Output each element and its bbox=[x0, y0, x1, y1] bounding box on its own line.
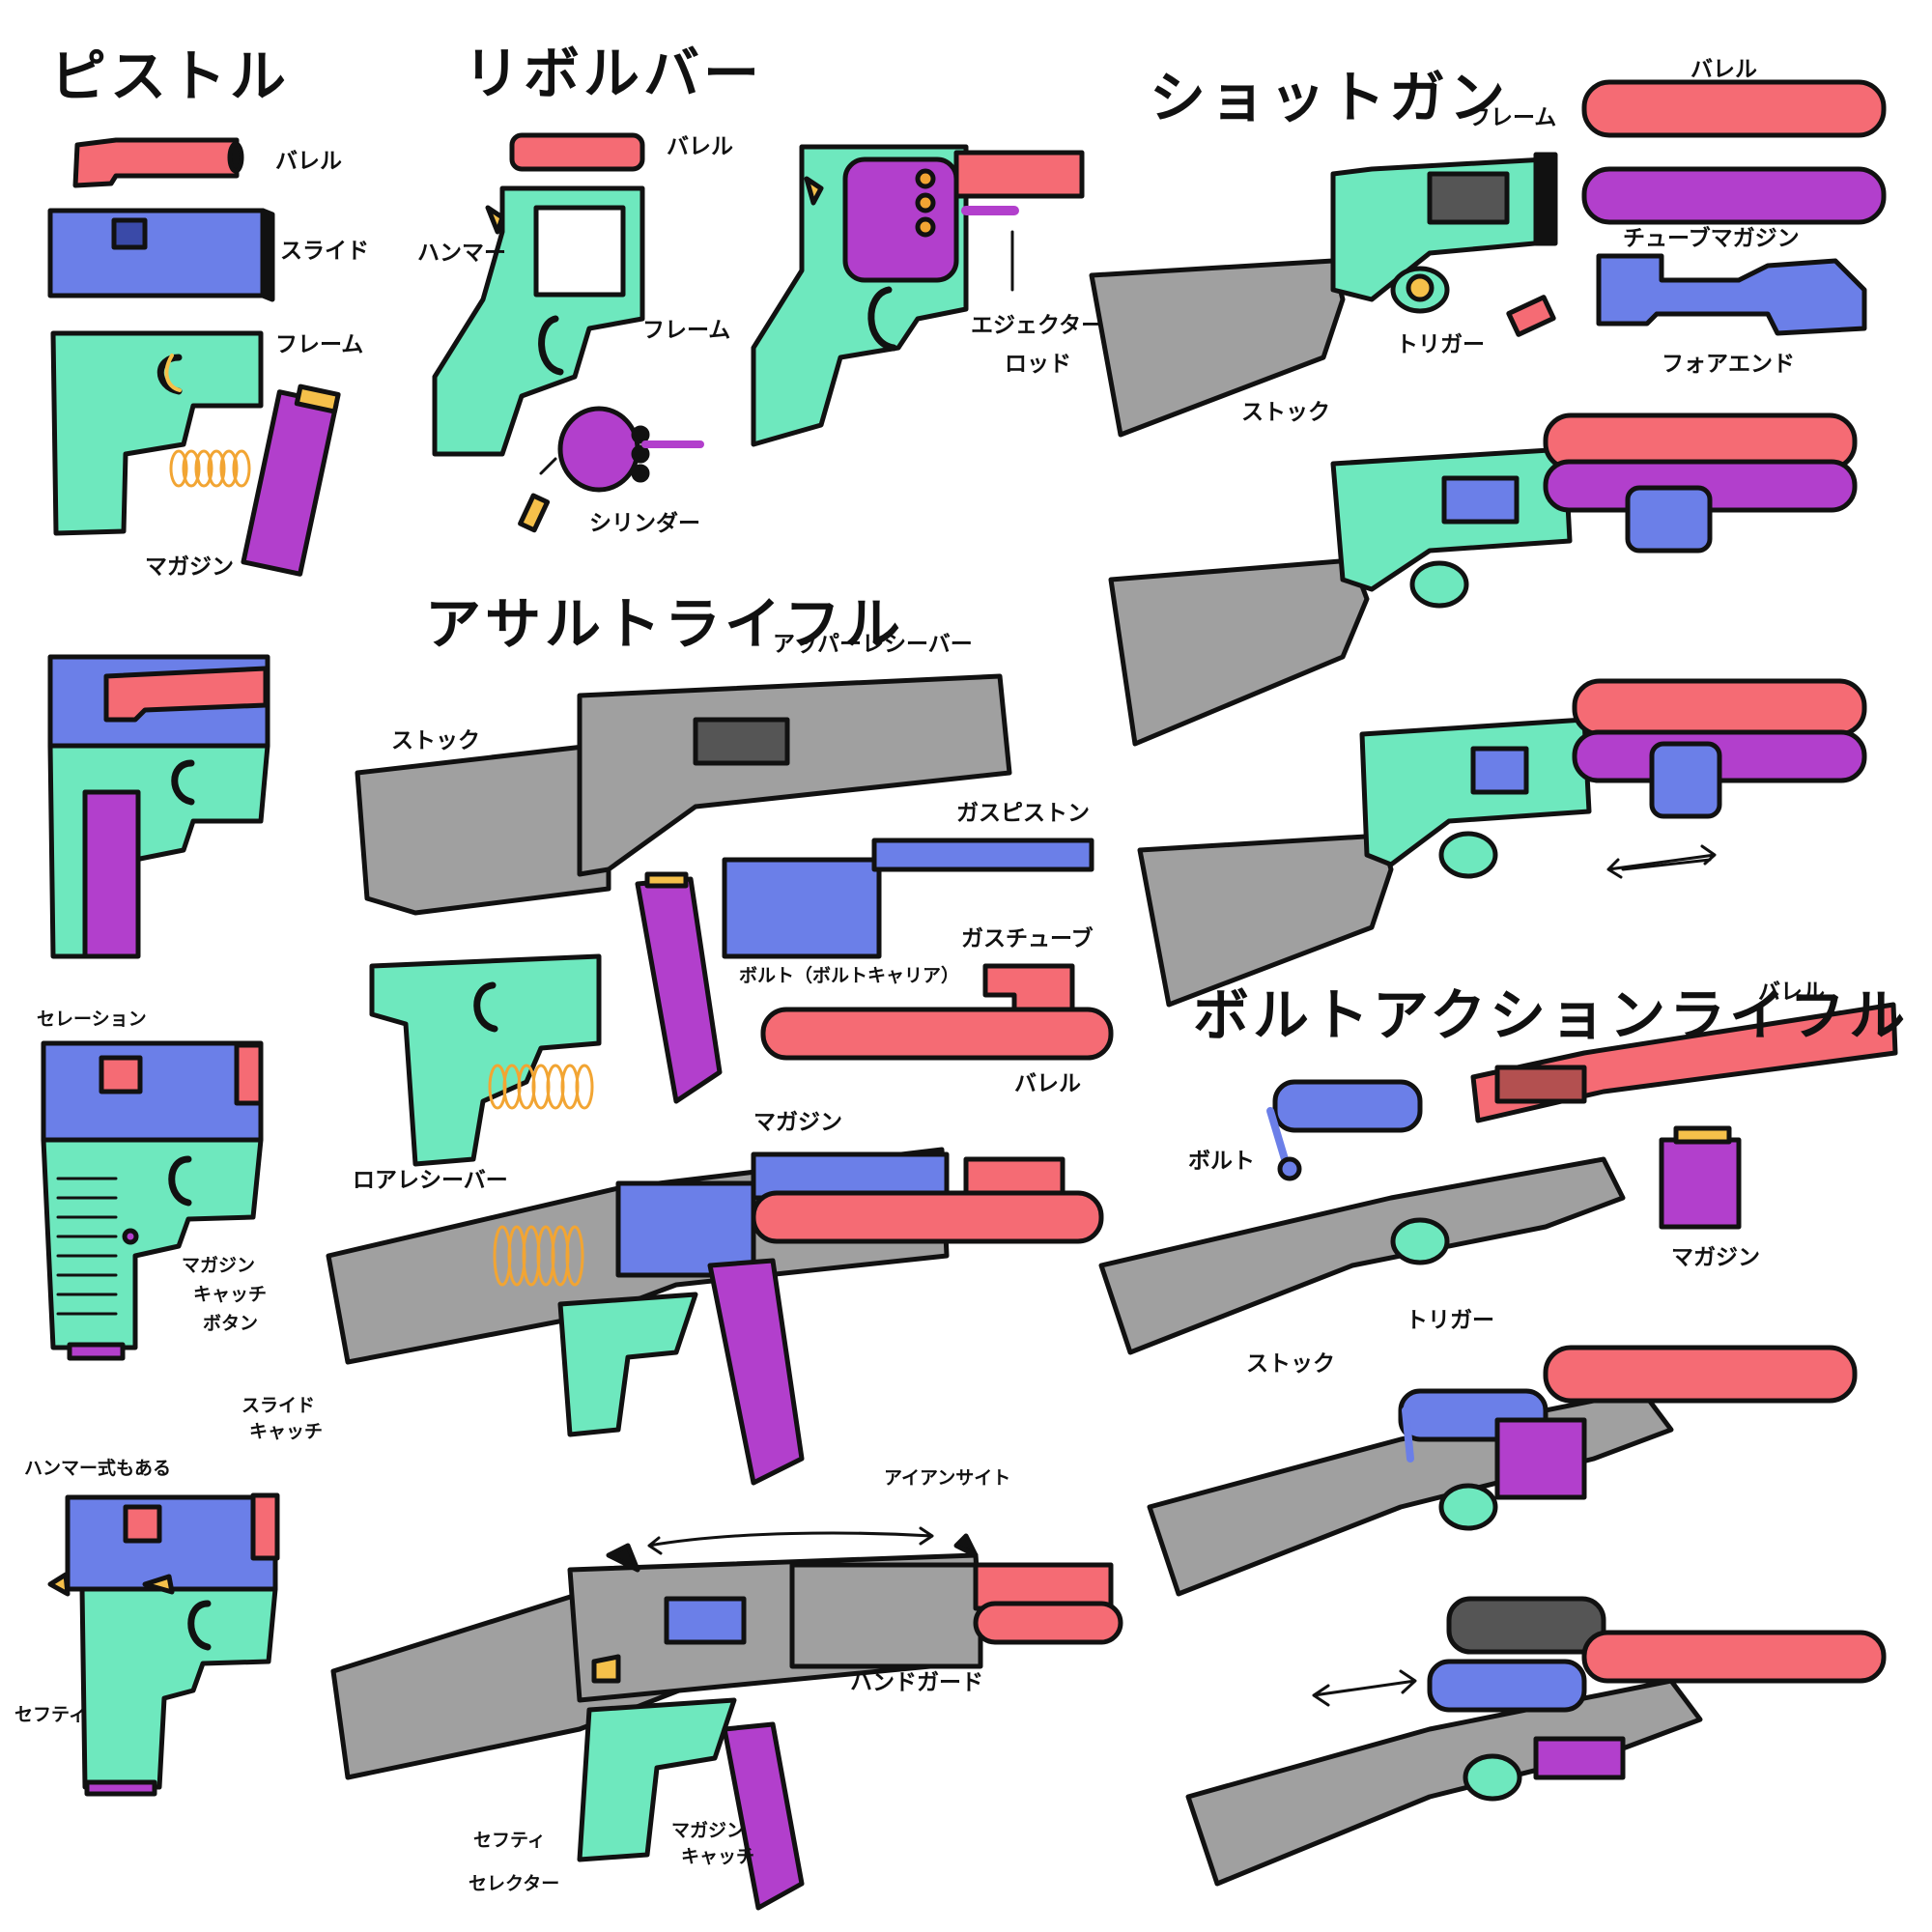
ar-gas-tube-label: ガスチューブ bbox=[961, 926, 1094, 952]
shotgun-barrel-label: バレル bbox=[1690, 57, 1757, 82]
ar-assembled-1 bbox=[326, 1147, 1104, 1486]
ar-lower-label: ロアレシーバー bbox=[353, 1168, 508, 1193]
pistol-serration-label: セレーション bbox=[37, 1009, 147, 1030]
bolt-bolt-label: ボルト bbox=[1188, 1149, 1255, 1174]
slide-catch-line2: キャッチ bbox=[249, 1421, 324, 1442]
pistol-serration-view bbox=[41, 1040, 264, 1361]
bolt-barrel-label: バレル bbox=[1758, 980, 1825, 1005]
hammer-note-label: ハンマー式もある bbox=[24, 1458, 172, 1479]
ar-mag-catch-line1: マガジン bbox=[671, 1820, 746, 1841]
revolver-cylinder bbox=[557, 406, 640, 493]
shotgun-stock bbox=[1089, 258, 1346, 438]
ar-title: アサルトライフル bbox=[425, 591, 905, 657]
shotgun-trigger-label: トリガー bbox=[1396, 332, 1485, 357]
pistol-safety-label: セフティ bbox=[14, 1704, 87, 1725]
pistol-slide bbox=[47, 208, 266, 298]
ar-barrel bbox=[760, 1007, 1114, 1061]
pistol-hammer-view bbox=[47, 1492, 280, 1797]
ar-magazine bbox=[635, 876, 723, 1104]
ar-spring bbox=[488, 1064, 594, 1110]
pistol-frame bbox=[50, 330, 264, 536]
pistol-frame-label: フレーム bbox=[275, 332, 364, 357]
ar-exploded bbox=[355, 673, 1114, 1167]
ar-upper-receiver bbox=[577, 673, 1012, 877]
motion-arrows bbox=[647, 844, 1717, 1707]
bolt-assembled-2 bbox=[1185, 1596, 1887, 1887]
ar-mag-catch-line2: キャッチ bbox=[681, 1846, 755, 1867]
ar-bolt bbox=[722, 857, 882, 959]
bolt-exploded bbox=[1098, 1002, 1898, 1355]
shotgun-title: ショットガン bbox=[1150, 65, 1510, 130]
pistol-assembled bbox=[47, 654, 270, 959]
revolver-barrel-label: バレル bbox=[667, 134, 733, 159]
shotgun-exploded bbox=[1089, 79, 1887, 438]
mag-catch-line2: キャッチ bbox=[193, 1284, 268, 1305]
pistol-magazine bbox=[241, 389, 339, 577]
pistol-exploded bbox=[47, 137, 341, 577]
ar-barrel-label: バレル bbox=[1014, 1071, 1081, 1096]
ar-assembled-2 bbox=[330, 1533, 1123, 1911]
ar-safety-label: セフティ bbox=[473, 1830, 546, 1851]
shotgun-forend bbox=[1596, 253, 1867, 336]
pistol-barrel bbox=[72, 137, 240, 188]
bolt-trigger-label: トリガー bbox=[1406, 1308, 1494, 1333]
pistol-barrel-label: バレル bbox=[275, 149, 342, 174]
shotgun-assembled-2 bbox=[1137, 678, 1867, 1008]
revolver-assembled bbox=[751, 144, 1085, 447]
ar-selector-label: セレクター bbox=[469, 1873, 560, 1894]
revolver-cylinder-label: シリンダー bbox=[589, 511, 700, 536]
shotgun-forend-label: フォアエンド bbox=[1662, 352, 1795, 377]
ar-magazine-label: マガジン bbox=[753, 1110, 842, 1135]
mag-catch-line1: マガジン bbox=[182, 1255, 256, 1276]
ar-handguard-label: ハンドガード bbox=[850, 1670, 983, 1695]
ar-stock-label: ストック bbox=[391, 728, 480, 753]
ar-lower-receiver bbox=[369, 953, 602, 1167]
pistol-title: ピストル bbox=[50, 43, 291, 109]
ar-gas-tube bbox=[982, 963, 1075, 1012]
ar-bolt-label: ボルト（ボルトキャリア） bbox=[739, 965, 960, 986]
bolt-stock-label: ストック bbox=[1246, 1351, 1335, 1377]
ar-stock bbox=[355, 741, 611, 916]
revolver-title: リボルバー bbox=[464, 41, 764, 106]
mag-catch-line3: ボタン bbox=[203, 1313, 259, 1334]
ar-iron-sight-label: アイアンサイト bbox=[884, 1467, 1011, 1489]
pistol-slide-label: スライド bbox=[280, 239, 369, 264]
revolver-hammer-label: ハンマー bbox=[417, 241, 506, 266]
bolt-assembled-1 bbox=[1147, 1345, 1858, 1597]
shotgun-stock-label: ストック bbox=[1241, 400, 1330, 425]
ejector-rod-line1: エジェクター bbox=[971, 313, 1104, 338]
ar-upper-label: アッパーレシーバー bbox=[773, 632, 973, 657]
shotgun-tube-mag-label: チューブマガジン bbox=[1623, 226, 1800, 251]
bolt-magazine bbox=[1659, 1137, 1742, 1230]
shotgun-frame-label: フレーム bbox=[1468, 105, 1557, 130]
pistol-spring bbox=[169, 449, 251, 488]
ar-gas-piston-label: ガスピストン bbox=[956, 801, 1090, 826]
revolver-exploded bbox=[432, 132, 704, 533]
pistol-magazine-label: マガジン bbox=[145, 554, 234, 580]
bolt-stock bbox=[1098, 1156, 1626, 1355]
bolt-magazine-label: マガジン bbox=[1671, 1245, 1760, 1270]
shotgun-assembled-1 bbox=[1108, 412, 1858, 747]
ejector-rod-line2: ロッド bbox=[1005, 352, 1071, 377]
ar-gas-piston bbox=[871, 838, 1094, 872]
revolver-frame-label: フレーム bbox=[642, 318, 731, 343]
bolt-title: ボルトアクションライフル bbox=[1193, 982, 1910, 1048]
slide-catch-line1: スライド bbox=[242, 1395, 316, 1416]
